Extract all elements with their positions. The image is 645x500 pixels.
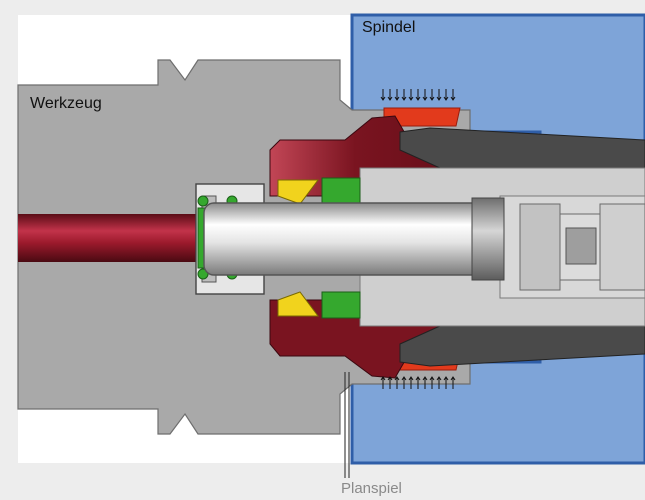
force-arrow-head — [408, 376, 414, 381]
clamping-force-arrows-bottom — [380, 376, 456, 389]
clamping-force-arrows-top — [380, 89, 456, 101]
force-arrow-head — [450, 376, 456, 381]
force-arrow-head — [394, 376, 400, 381]
force-arrow-head — [387, 376, 393, 381]
force-arrow-head — [408, 96, 414, 101]
force-arrow-head — [443, 376, 449, 381]
coolant-tube — [18, 214, 208, 262]
force-arrow-head — [394, 96, 400, 101]
force-arrow-head — [415, 376, 421, 381]
force-arrow-head — [415, 96, 421, 101]
force-arrow-head — [436, 376, 442, 381]
central-pipe — [203, 197, 505, 281]
force-arrow-head — [387, 96, 393, 101]
force-arrow-head — [429, 376, 435, 381]
force-arrow-head — [380, 96, 386, 101]
force-arrow-head — [380, 376, 386, 381]
force-arrow-head — [436, 96, 442, 101]
force-arrow-head — [401, 376, 407, 381]
tool-label: Werkzeug — [30, 95, 102, 112]
coolant-coupling — [499, 195, 645, 299]
force-arrow-head — [443, 96, 449, 101]
green-seal-top — [321, 177, 361, 205]
force-arrow-head — [429, 96, 435, 101]
force-arrow-head — [401, 96, 407, 101]
yellow-seal-bottom — [277, 291, 319, 317]
face-gap-label: Planspiel — [341, 480, 402, 497]
force-arrow-head — [422, 376, 428, 381]
force-arrow-head — [422, 96, 428, 101]
force-arrow-head — [450, 96, 456, 101]
green-seal-bottom — [321, 291, 361, 319]
spindle-label: Spindel — [362, 19, 416, 36]
